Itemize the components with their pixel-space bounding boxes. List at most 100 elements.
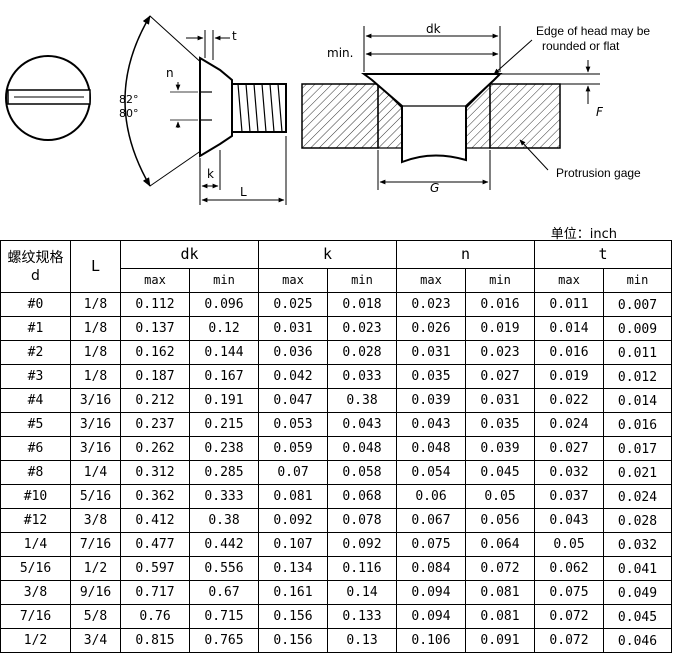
dk-max-header: max xyxy=(120,268,190,293)
cell-t-max: 0.072 xyxy=(534,604,604,629)
gage-section: dk min. G F Edge of head may be rounded … xyxy=(301,22,650,195)
cell-n-max: 0.094 xyxy=(396,580,466,605)
thread-header-symbol: d xyxy=(31,267,40,284)
cell-t-min: 0.009 xyxy=(603,316,672,341)
cell-n-max: 0.067 xyxy=(396,508,466,533)
cell-k-max: 0.036 xyxy=(258,340,328,365)
cell-dk-min: 0.096 xyxy=(189,292,259,317)
cell-t-min: 0.028 xyxy=(603,508,672,533)
cell-n-max: 0.023 xyxy=(396,292,466,317)
angle-inner-label: 80° xyxy=(119,107,139,120)
cell-n-max: 0.06 xyxy=(396,484,466,509)
cell-k-max: 0.107 xyxy=(258,532,328,557)
cell-d: #2 xyxy=(0,340,71,365)
cell-dk-max: 0.412 xyxy=(120,508,190,533)
cell-L: 1/2 xyxy=(70,556,121,581)
cell-dk-max: 0.362 xyxy=(120,484,190,509)
cell-L: 7/16 xyxy=(70,532,121,557)
gage-callout: Protrusion gage xyxy=(556,166,641,180)
cell-d: #0 xyxy=(0,292,71,317)
cell-dk-min: 0.38 xyxy=(189,508,259,533)
cell-n-max: 0.084 xyxy=(396,556,466,581)
cell-n-max: 0.031 xyxy=(396,340,466,365)
t-max-header: max xyxy=(534,268,604,293)
cell-k-min: 0.033 xyxy=(327,364,397,389)
cell-d: #5 xyxy=(0,412,71,437)
cell-t-min: 0.007 xyxy=(603,292,672,317)
cell-t-max: 0.043 xyxy=(534,508,604,533)
cell-L: 3/16 xyxy=(70,388,121,413)
cell-n-min: 0.056 xyxy=(465,508,535,533)
cell-t-max: 0.011 xyxy=(534,292,604,317)
cell-d: 5/16 xyxy=(0,556,71,581)
dimension-table: 螺纹规格 d L dk k n t max min max min max mi… xyxy=(0,240,672,653)
cell-d: #10 xyxy=(0,484,71,509)
cell-dk-max: 0.477 xyxy=(120,532,190,557)
cell-t-max: 0.032 xyxy=(534,460,604,485)
cell-n-min: 0.039 xyxy=(465,436,535,461)
cell-d: #4 xyxy=(0,388,71,413)
cell-n-max: 0.075 xyxy=(396,532,466,557)
cell-dk-min: 0.285 xyxy=(189,460,259,485)
cell-n-min: 0.045 xyxy=(465,460,535,485)
cell-dk-min: 0.238 xyxy=(189,436,259,461)
cell-k-max: 0.031 xyxy=(258,316,328,341)
cell-t-max: 0.022 xyxy=(534,388,604,413)
dk-header: dk xyxy=(120,240,259,269)
dk-min-header: min xyxy=(189,268,259,293)
cell-t-max: 0.014 xyxy=(534,316,604,341)
cell-dk-max: 0.312 xyxy=(120,460,190,485)
cell-n-max: 0.043 xyxy=(396,412,466,437)
cell-k-min: 0.14 xyxy=(327,580,397,605)
cell-n-min: 0.064 xyxy=(465,532,535,557)
cell-d: #3 xyxy=(0,364,71,389)
cell-L: 1/4 xyxy=(70,460,121,485)
cell-k-min: 0.028 xyxy=(327,340,397,365)
L-header: L xyxy=(70,240,121,293)
cell-k-min: 0.023 xyxy=(327,316,397,341)
cell-dk-min: 0.215 xyxy=(189,412,259,437)
cell-k-max: 0.156 xyxy=(258,604,328,629)
cell-dk-max: 0.187 xyxy=(120,364,190,389)
cell-t-min: 0.016 xyxy=(603,412,672,437)
k-max-header: max xyxy=(258,268,328,293)
cell-dk-max: 0.137 xyxy=(120,316,190,341)
cell-L: 1/8 xyxy=(70,316,121,341)
screw-drawing: 82° 80° n t k L dk min. G F Edge of xyxy=(5,15,650,205)
cell-k-max: 0.07 xyxy=(258,460,328,485)
cell-dk-max: 0.112 xyxy=(120,292,190,317)
cell-t-max: 0.019 xyxy=(534,364,604,389)
cell-t-min: 0.017 xyxy=(603,436,672,461)
cell-n-min: 0.05 xyxy=(465,484,535,509)
side-view: 82° 80° n t k L xyxy=(119,15,287,205)
cell-t-min: 0.041 xyxy=(603,556,672,581)
cell-dk-max: 0.162 xyxy=(120,340,190,365)
cell-k-max: 0.053 xyxy=(258,412,328,437)
cell-L: 3/8 xyxy=(70,508,121,533)
cell-n-min: 0.027 xyxy=(465,364,535,389)
cell-k-min: 0.092 xyxy=(327,532,397,557)
cell-k-max: 0.042 xyxy=(258,364,328,389)
cell-k-max: 0.025 xyxy=(258,292,328,317)
cell-k-min: 0.068 xyxy=(327,484,397,509)
cell-L: 3/16 xyxy=(70,412,121,437)
cell-dk-min: 0.556 xyxy=(189,556,259,581)
cell-k-min: 0.043 xyxy=(327,412,397,437)
k-label: k xyxy=(207,167,214,181)
cell-k-max: 0.134 xyxy=(258,556,328,581)
k-header: k xyxy=(258,240,397,269)
cell-k-max: 0.047 xyxy=(258,388,328,413)
cell-d: 1/4 xyxy=(0,532,71,557)
cell-n-min: 0.031 xyxy=(465,388,535,413)
cell-n-min: 0.081 xyxy=(465,580,535,605)
n-max-header: max xyxy=(396,268,466,293)
cell-n-min: 0.019 xyxy=(465,316,535,341)
thread-header-label: 螺纹规格 xyxy=(7,249,64,266)
cell-k-min: 0.38 xyxy=(327,388,397,413)
cell-t-min: 0.045 xyxy=(603,604,672,629)
